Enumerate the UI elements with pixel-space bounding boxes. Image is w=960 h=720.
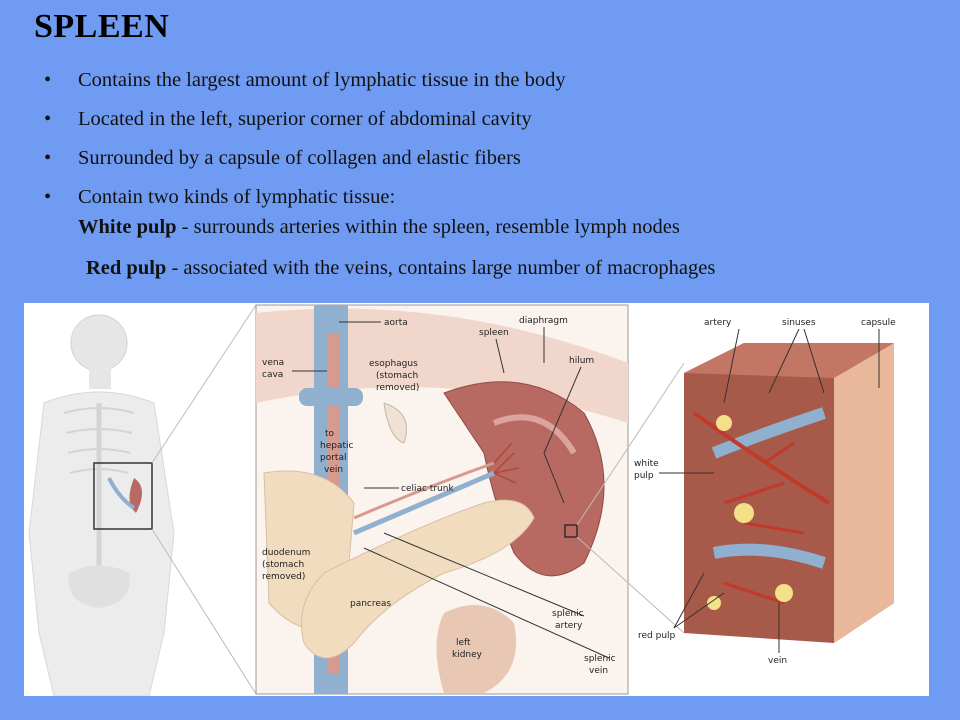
bullet-list: • Contains the largest amount of lymphat… [44, 62, 944, 218]
label-vena-cava: vena [262, 358, 284, 368]
figure-labels: aorta spleen diaphragm vena cava esophag… [262, 316, 896, 676]
label-to-hepatic: portal [320, 453, 346, 463]
slide-title: SPLEEN [34, 8, 170, 45]
red-pulp-desc: - associated with the veins, contains la… [166, 257, 716, 279]
label-splenic-vein: vein [589, 666, 608, 676]
label-white-pulp: pulp [634, 471, 654, 481]
bullet-text: Contain two kinds of lymphatic tissue: [78, 186, 396, 208]
bullet-dot: • [44, 108, 52, 130]
label-celiac-trunk: celiac trunk [401, 484, 454, 494]
label-esophagus: removed) [376, 383, 419, 393]
white-pulp-desc: - surrounds arteries within the spleen, … [176, 216, 680, 238]
label-duodenum: removed) [262, 572, 305, 582]
leader-lines [292, 321, 880, 659]
label-spleen: spleen [479, 328, 509, 338]
label-sinuses: sinuses [782, 318, 816, 328]
bullet-text: Located in the left, superior corner of … [78, 108, 532, 130]
abdominal-panel [255, 304, 629, 695]
bullet-dot: • [44, 186, 52, 208]
label-to-hepatic: vein [324, 465, 343, 475]
label-to-hepatic: to [325, 429, 335, 439]
body-silhouette [28, 314, 175, 697]
bullet-item: • Located in the left, superior corner o… [44, 101, 944, 140]
bullet-item: • Contains the largest amount of lymphat… [44, 62, 944, 101]
label-esophagus: (stomach [376, 371, 418, 381]
white-pulp-line: White pulp - surrounds arteries within t… [78, 216, 680, 239]
label-diaphragm: diaphragm [519, 316, 568, 326]
label-hilum: hilum [569, 356, 594, 366]
tissue-block [684, 343, 894, 643]
label-left-kidney: kidney [452, 650, 483, 660]
label-splenic-vein: splenic [584, 654, 616, 664]
label-splenic-artery: splenic [552, 609, 584, 619]
label-esophagus: esophagus [369, 359, 418, 369]
label-red-pulp: red pulp [638, 631, 676, 641]
bullet-item: • Contain two kinds of lymphatic tissue: [44, 179, 944, 218]
label-pancreas: pancreas [350, 599, 391, 609]
label-aorta: aorta [384, 318, 408, 328]
label-artery: artery [704, 318, 732, 328]
label-capsule: capsule [861, 318, 896, 328]
label-vena-cava: cava [262, 370, 283, 380]
anatomy-illustration: aorta spleen diaphragm vena cava esophag… [28, 304, 896, 697]
label-white-pulp: white [634, 459, 659, 469]
bullet-text: Surrounded by a capsule of collagen and … [78, 147, 521, 169]
spleen-anatomy-figure: aorta spleen diaphragm vena cava esophag… [24, 303, 929, 697]
label-duodenum: duodenum [262, 548, 310, 558]
bullet-dot: • [44, 147, 52, 169]
label-left-kidney: left [456, 638, 471, 648]
red-pulp-line: Red pulp - associated with the veins, co… [86, 257, 715, 280]
label-to-hepatic: hepatic [320, 441, 353, 451]
label-duodenum: (stomach [262, 560, 304, 570]
bullet-text: Contains the largest amount of lymphatic… [78, 69, 566, 91]
bullet-dot: • [44, 69, 52, 91]
red-pulp-term: Red pulp [86, 257, 167, 279]
white-pulp-term: White pulp [78, 216, 177, 238]
bullet-item: • Surrounded by a capsule of collagen an… [44, 140, 944, 179]
label-vein: vein [768, 656, 787, 666]
label-splenic-artery: artery [555, 621, 583, 631]
